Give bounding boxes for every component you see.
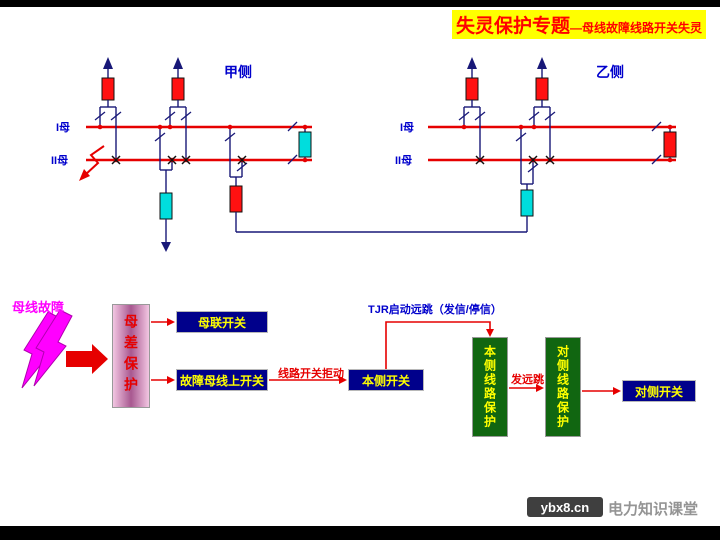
disconnect-slash	[474, 111, 486, 121]
junction-dot	[167, 124, 173, 130]
junction-dot	[157, 124, 163, 130]
disconnect-slash	[94, 111, 106, 121]
bus-tie-breaker-box: 母联开关	[176, 311, 268, 333]
disconnect-slash	[110, 111, 122, 121]
tjr-note-label: TJR启动远跳（发信/停信）	[368, 304, 502, 316]
top-black-bar	[0, 0, 720, 7]
disconnect-slash	[515, 132, 527, 142]
flow-arrows	[21, 309, 621, 395]
disconnect-slash	[651, 154, 662, 165]
junction-dot	[667, 157, 673, 163]
breaker-red	[229, 185, 243, 213]
fault-block-arrow	[66, 344, 108, 374]
left-bus2-label: II母	[51, 155, 69, 167]
remote-line-protection-box: 对侧线路保护	[545, 337, 581, 437]
disconnect-slash	[287, 121, 298, 132]
junction-dot	[667, 124, 673, 130]
left-bus1-label: I母	[56, 122, 71, 134]
breaker-red	[465, 77, 479, 101]
x-mark	[181, 155, 191, 165]
right-station-diagram	[428, 57, 677, 232]
breaker-cyan	[159, 192, 173, 220]
arrowhead	[613, 387, 621, 395]
junction-dot	[302, 124, 308, 130]
up-arrow-icon	[173, 57, 183, 69]
arrowhead	[79, 169, 90, 181]
breaker-red	[171, 77, 185, 101]
arrowhead	[486, 329, 494, 337]
arrowhead	[167, 376, 175, 384]
bus-fault-label: 母线故障	[12, 300, 65, 315]
left-feeder-b	[164, 57, 192, 165]
right-feeder-f	[528, 57, 556, 165]
breaker-failure-label: 线路开关拒动	[278, 368, 344, 380]
disconnect-slash	[180, 111, 192, 121]
tjr-connector	[385, 321, 491, 369]
right-feeder-e	[458, 57, 486, 165]
x-mark	[475, 155, 485, 165]
disconnect-slash	[224, 132, 236, 142]
up-arrow-icon	[103, 57, 113, 69]
right-bus-coupler	[651, 121, 677, 165]
disconnect-slash	[527, 163, 539, 173]
watermark-site: ybx8.cn	[540, 499, 590, 515]
left-station-diagram	[79, 57, 312, 252]
down-arrow-icon	[161, 242, 171, 252]
lightning-bolt-icon	[33, 309, 73, 387]
breaker-red	[101, 77, 115, 101]
title-main: 失灵保护专题	[455, 16, 570, 37]
up-arrow-icon	[467, 57, 477, 69]
breaker-cyan	[520, 189, 534, 217]
watermark-badge: ybx8.cn	[527, 497, 603, 517]
x-mark	[111, 155, 121, 165]
watermark-brand: 电力知识课堂	[608, 501, 699, 518]
left-bus-coupler	[287, 121, 312, 165]
breaker-cyan	[298, 131, 312, 158]
disconnect-slash	[154, 132, 166, 142]
remote-breaker-box: 对侧开关	[622, 380, 696, 402]
x-mark	[237, 155, 247, 165]
right-bus1-label: I母	[400, 122, 415, 134]
bus-diff-protection-box: 母差保护	[112, 304, 150, 408]
junction-dot	[518, 124, 524, 130]
right-side-label: 乙侧	[596, 64, 624, 80]
breaker-red	[535, 77, 549, 101]
arrowhead	[339, 376, 347, 384]
disconnect-slash	[528, 111, 540, 121]
local-line-protection-box: 本侧线路保护	[472, 337, 508, 437]
disconnect-slash	[458, 111, 470, 121]
faulted-bus-breakers-box: 故障母线上开关	[176, 369, 268, 391]
slide-title: 失灵保护专题 —母线故障线路开关失灵	[451, 10, 706, 39]
lightning-zigzag	[84, 145, 105, 176]
x-mark	[528, 155, 538, 165]
junction-dot	[97, 124, 103, 130]
junction-dot	[461, 124, 467, 130]
disconnect-slash	[544, 111, 556, 121]
junction-dot	[302, 157, 308, 163]
disconnect-slash	[164, 111, 176, 121]
left-side-label: 甲侧	[224, 64, 252, 80]
bottom-black-bar	[0, 526, 720, 540]
left-bay-c	[154, 124, 177, 252]
right-bus2-label: II母	[395, 155, 413, 167]
right-line-bay	[515, 124, 539, 232]
local-breaker-box: 本侧开关	[348, 369, 424, 391]
junction-dot	[227, 124, 233, 130]
junction-dot	[531, 124, 537, 130]
fault-lightning-arrow	[79, 145, 105, 181]
arrowhead	[536, 384, 544, 392]
x-mark	[167, 155, 177, 165]
title-sub: —母线故障线路开关失灵	[569, 21, 702, 35]
disconnect-slash	[651, 121, 662, 132]
breaker-red	[663, 131, 677, 158]
send-remote-trip-label: 发远跳	[511, 374, 544, 386]
left-line-bay	[224, 124, 248, 232]
left-feeder-a	[94, 57, 122, 165]
x-mark	[545, 155, 555, 165]
up-arrow-icon	[537, 57, 547, 69]
arrowhead	[167, 318, 175, 326]
disconnect-slash	[287, 154, 298, 165]
